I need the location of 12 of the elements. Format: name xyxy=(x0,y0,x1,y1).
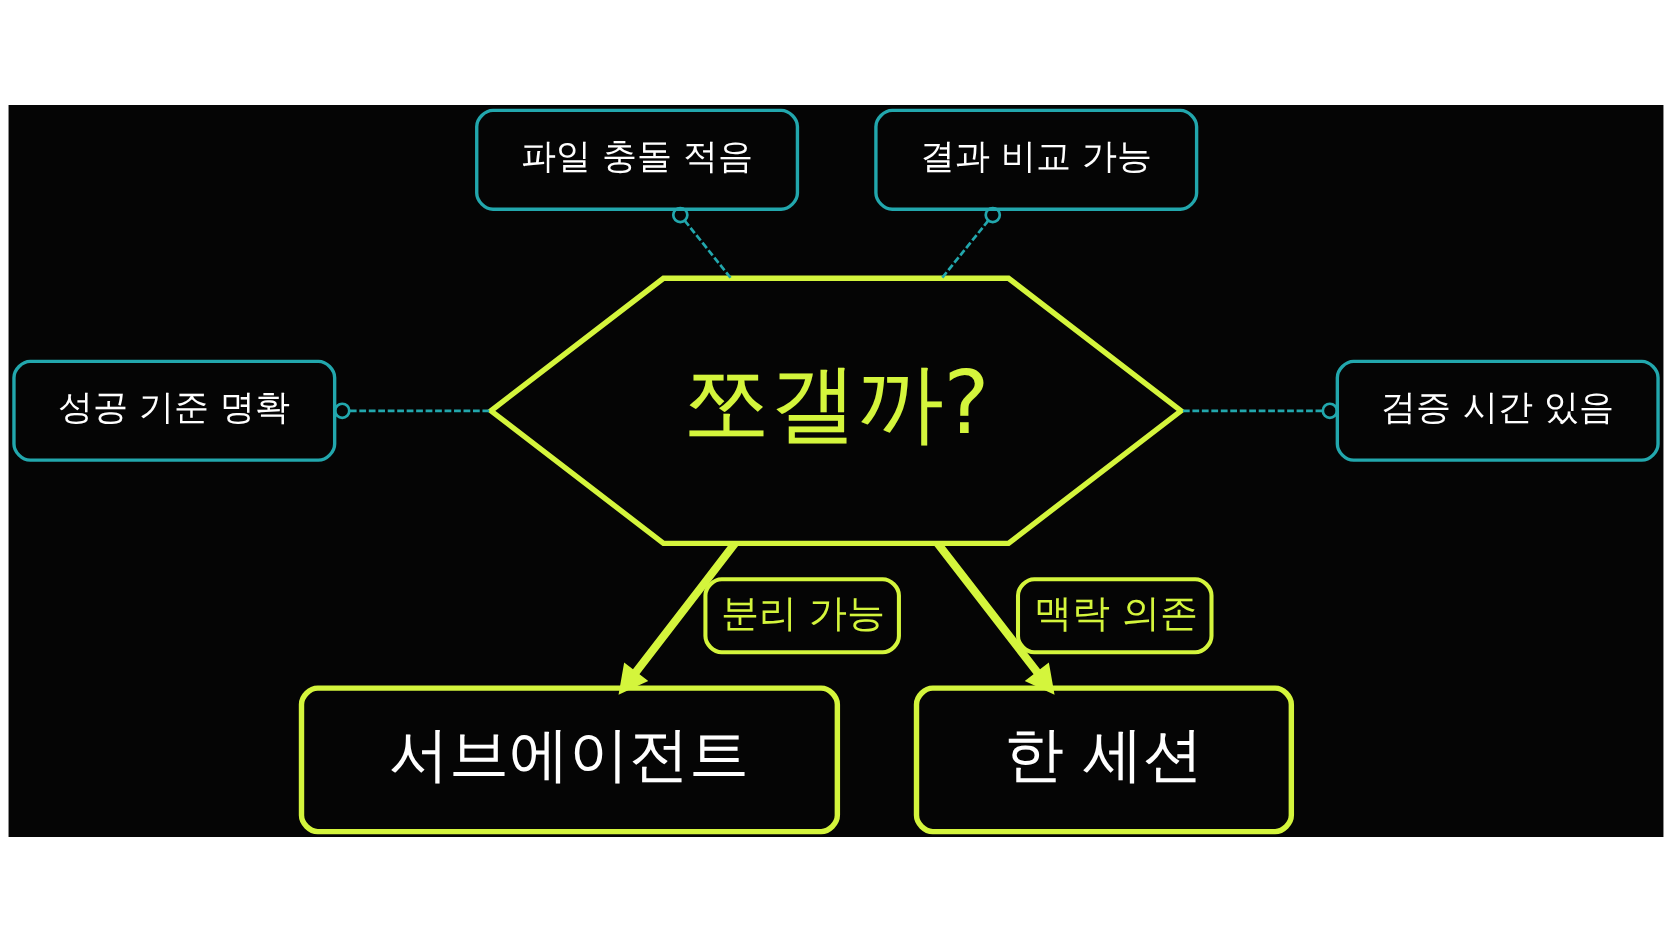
connector xyxy=(940,206,1002,279)
connector xyxy=(671,206,732,279)
edge-label: 맥락 의존 xyxy=(1033,590,1198,635)
connector xyxy=(1181,401,1339,419)
node-box: 성공 기준 명확 xyxy=(12,359,337,462)
node-box: 결과 비교 가능 xyxy=(874,108,1199,211)
node-box: 한 세션 xyxy=(913,684,1295,834)
node-box: 검증 시간 있음 xyxy=(1335,359,1660,462)
connector xyxy=(333,401,492,419)
edge-label: 분리 가능 xyxy=(720,590,886,635)
node-box: 파일 충돌 적음 xyxy=(475,108,800,211)
node-box: 서브에이전트 xyxy=(298,684,841,834)
